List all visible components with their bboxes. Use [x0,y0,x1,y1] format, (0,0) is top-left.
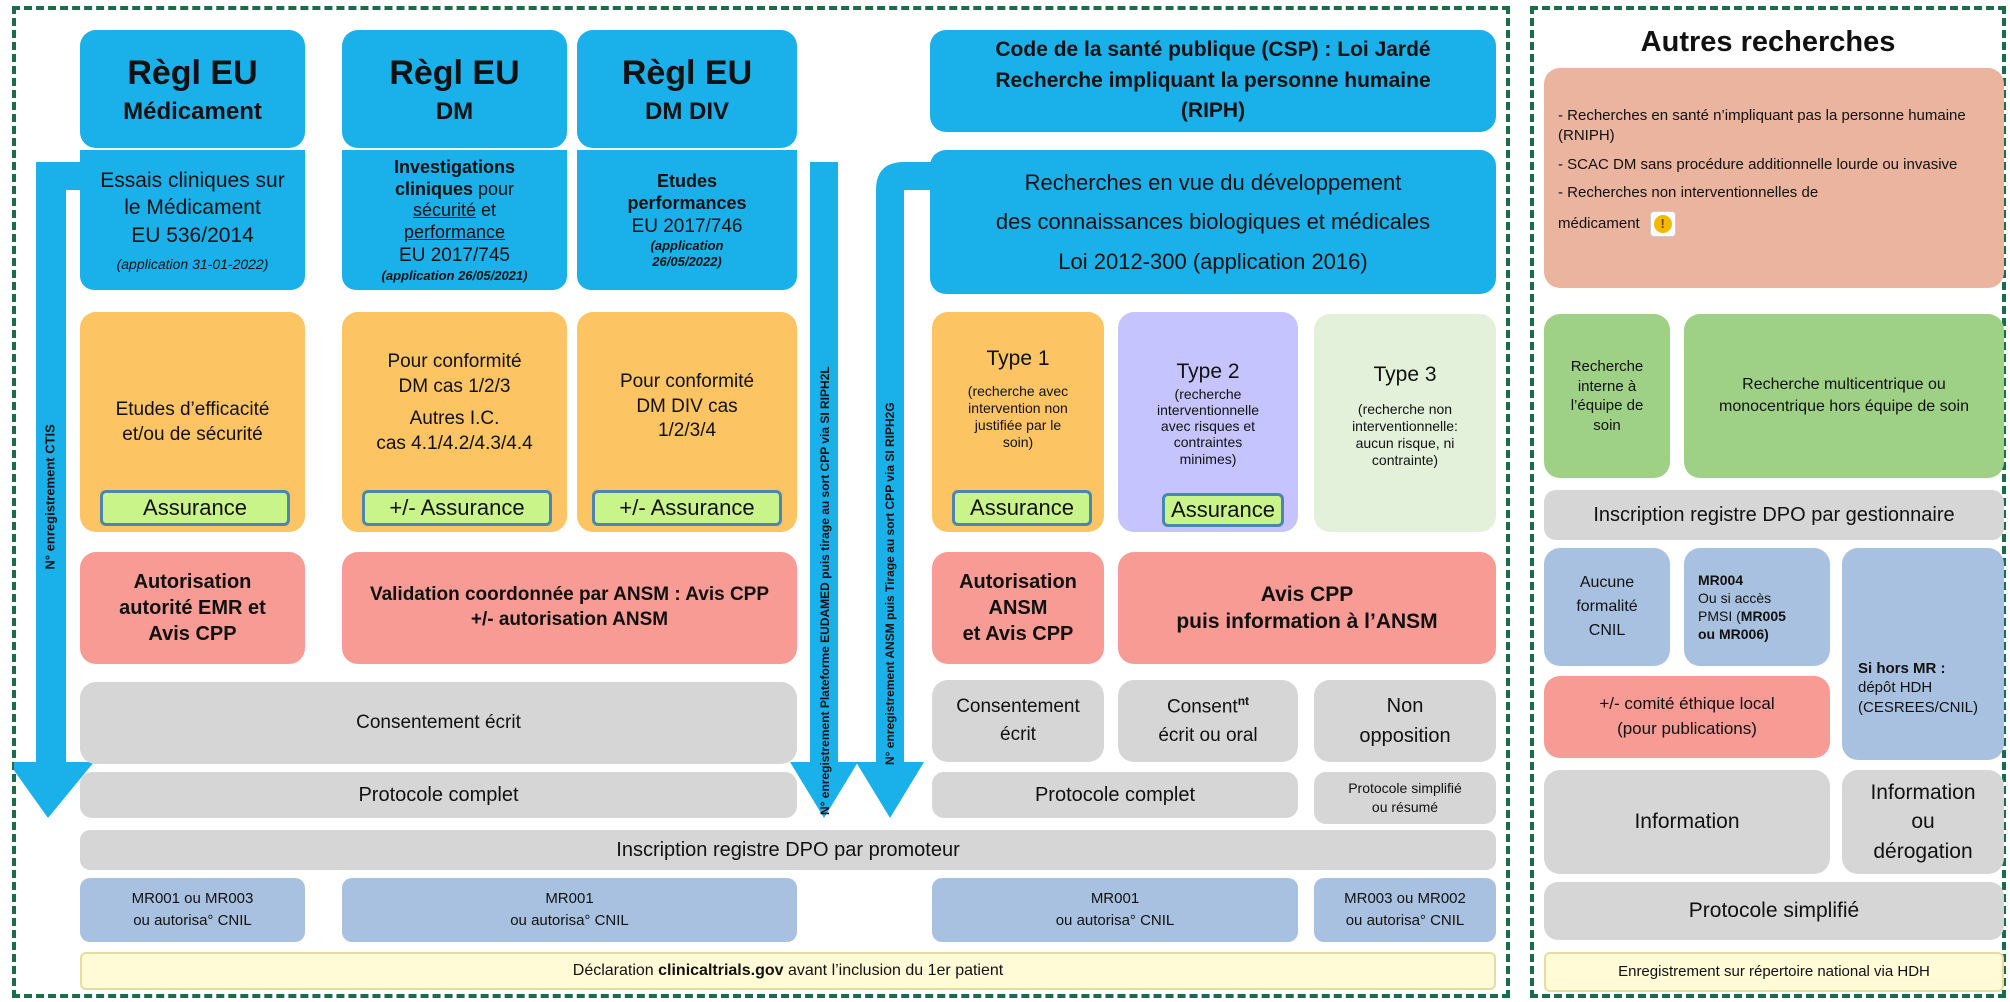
arrow-ctis-label: N° enregistrement CTIS [42,424,58,570]
auth-type1: Autorisation ANSM et Avis CPP [932,552,1104,664]
assurance-type2: Assurance [1162,493,1284,527]
aucune-formalite: Aucune formalité CNIL [1544,548,1670,666]
title-dm: Règl EU DM [342,30,567,148]
arrow-eudamed [790,162,858,818]
protocol-eu: Protocole complet [80,772,797,818]
dpo-gestionnaire: Inscription registre DPO par gestionnair… [1544,490,2004,540]
autres-list: - Recherches en santé n’impliquant pas l… [1544,68,2004,288]
consent-type1: Consentement écrit [932,680,1104,762]
auth-medicament: Autorisation autorité EMR et Avis CPP [80,552,305,664]
mr-dm: MR001 ou autorisa° CNIL [342,878,797,942]
assurance-dm: +/- Assurance [362,490,552,526]
protocol-complet-csp: Protocole complet [932,772,1298,818]
consent-eu: Consentement écrit [80,682,797,764]
type2-box: Type 2 (recherche interventionnelle avec… [1118,312,1298,532]
dpo-promoteur: Inscription registre DPO par promoteur [80,830,1496,870]
recherche-interne: Recherche interne à l’équipe de soin [1544,314,1670,478]
avis-cpp-type2-3: Avis CPP puis information à l’ANSM [1118,552,1496,664]
assurance-type1: Assurance [952,490,1092,526]
hors-mr-box: Si hors MR : dépôt HDH (CESREES/CNIL) [1842,548,2004,760]
mr-csp-type1-2: MR001 ou autorisa° CNIL [932,878,1298,942]
arrow-ansm-label: N° enregistrement ANSM puis Tirage au so… [883,402,897,765]
scope-dm: Investigations cliniques pour sécurité e… [342,150,567,290]
assurance-dmdiv: +/- Assurance [592,490,782,526]
arrow-ctis [14,162,100,818]
recherche-multicentrique: Recherche multicentrique ou monocentriqu… [1684,314,2004,478]
consent-type2: Consentnt écrit ou oral [1118,680,1298,762]
enregistrement-hdh: Enregistrement sur répertoire national v… [1544,952,2004,992]
scope-medicament: Essais cliniques sur le Médicament EU 53… [80,150,305,290]
declaration-clinicaltrials: Déclaration clinicaltrials.gov avant l’i… [80,952,1496,990]
information-box: Information [1544,770,1830,874]
protocol-simplifie-csp: Protocole simplifié ou résumé [1314,772,1496,824]
type3-box: Type 3 (recherche non interventionnelle:… [1314,314,1496,532]
autres-title: Autres recherches [1640,26,1896,58]
warning-icon: ! [1649,211,1676,237]
arrow-ansm [856,162,946,818]
title-csp: Code de la santé publique (CSP) : Loi Ja… [930,30,1496,132]
right-frame [1530,6,2006,998]
title-medicament: Règl EU Médicament [80,30,305,148]
auth-dm-dmdiv: Validation coordonnée par ANSM : Avis CP… [342,552,797,664]
left-frame [12,6,1510,998]
scope-dmdiv: Etudes performances EU 2017/746 (applica… [577,150,797,290]
mr-medicament: MR001 ou MR003 ou autorisa° CNIL [80,878,305,942]
protocole-simplifie: Protocole simplifié [1544,882,2004,940]
mr-csp-type3: MR003 ou MR002 ou autorisa° CNIL [1314,878,1496,942]
assurance-medicament: Assurance [100,490,290,526]
comite-ethique: +/- comité éthique local (pour publicati… [1544,676,1830,758]
title-dmdiv: Règl EU DM DIV [577,30,797,148]
consent-type3: Non opposition [1314,680,1496,762]
mr004-box: MR004 Ou si accès PMSI (MR005 ou MR006) [1684,548,1830,666]
arrow-eudamed-label: N° enregistrement Plateforme EUDAMED pui… [818,366,832,815]
information-derogation: Information ou dérogation [1842,770,2004,874]
scope-csp: Recherches en vue du développement des c… [930,150,1496,294]
